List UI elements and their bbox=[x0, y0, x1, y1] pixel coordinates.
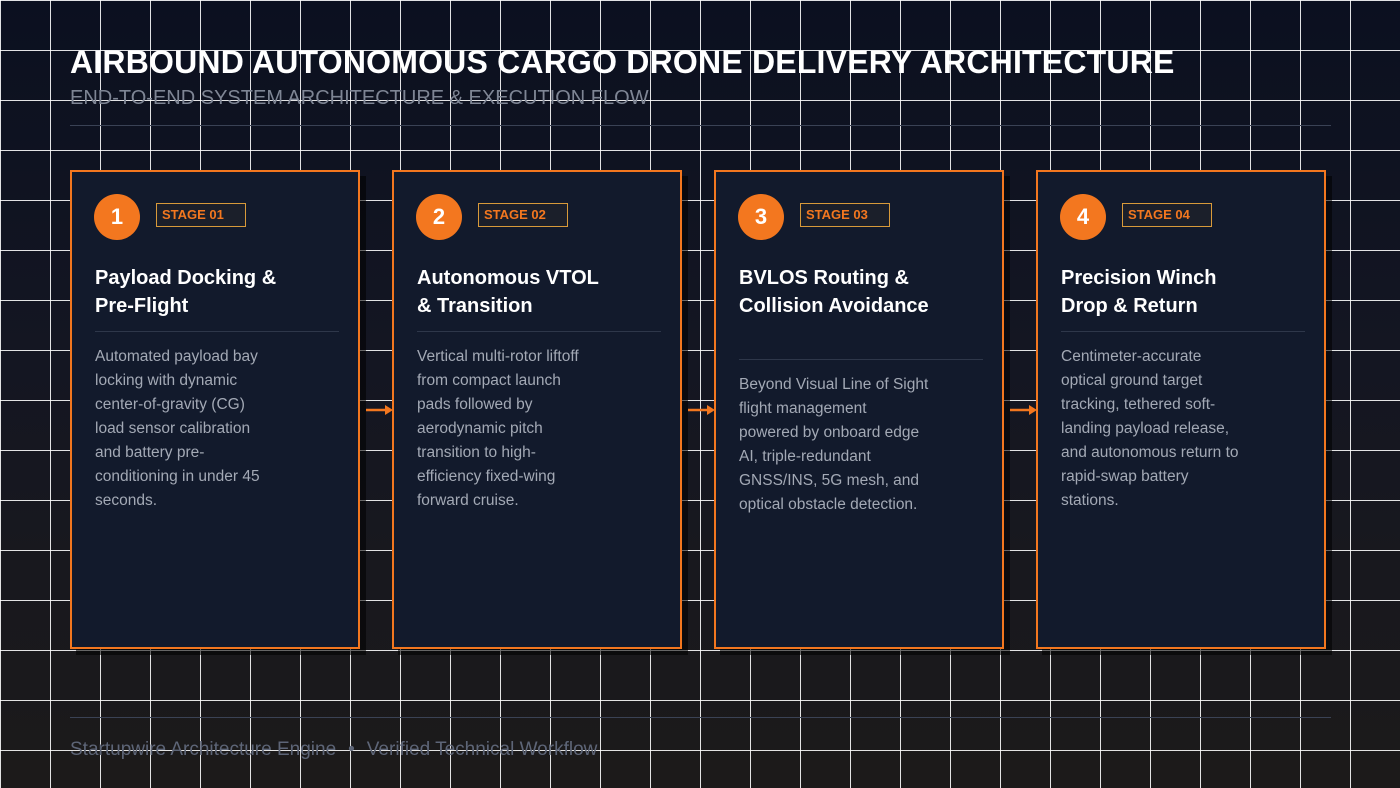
stage-divider bbox=[95, 331, 339, 332]
stage-description: Vertical multi-rotor liftoff from compac… bbox=[417, 348, 579, 509]
stage-tag: STAGE 02 bbox=[478, 203, 568, 227]
stage-tag: STAGE 04 bbox=[1122, 203, 1212, 227]
page-header: AIRBOUND AUTONOMOUS CARGO DRONE DELIVERY… bbox=[70, 40, 1331, 111]
stage-card-2: 2 STAGE 02 Autonomous VTOL & Transition … bbox=[392, 170, 682, 649]
stage-number-badge: 2 bbox=[416, 194, 462, 240]
stage-card-3: 3 STAGE 03 BVLOS Routing & Collision Avo… bbox=[714, 170, 1004, 649]
arrow-right-icon bbox=[366, 405, 393, 415]
footer-separator: • bbox=[348, 739, 355, 760]
footer: Startupwire Architecture Engine • Verified… bbox=[70, 739, 597, 761]
stage-divider bbox=[739, 359, 983, 360]
arrow-right-icon bbox=[1010, 405, 1037, 415]
stage-number-badge: 3 bbox=[738, 194, 784, 240]
stage-description: Beyond Visual Line of Sight flight manag… bbox=[739, 376, 929, 513]
stage-card-4: 4 STAGE 04 Precision Winch Drop & Return… bbox=[1036, 170, 1326, 649]
stage-number-badge: 4 bbox=[1060, 194, 1106, 240]
stage-title: Autonomous VTOL & Transition bbox=[417, 267, 599, 317]
stage-divider bbox=[417, 331, 661, 332]
stage-divider bbox=[1061, 331, 1305, 332]
stage-title: Precision Winch Drop & Return bbox=[1061, 267, 1217, 317]
stage-description: Centimeter-accurate optical ground targe… bbox=[1061, 348, 1239, 509]
header-divider bbox=[70, 125, 1331, 126]
footer-source: Startupwire Architecture Engine bbox=[70, 739, 337, 760]
stage-title: Payload Docking & Pre-Flight bbox=[95, 267, 277, 317]
stage-number-badge: 1 bbox=[94, 194, 140, 240]
stage-card-1: 1 STAGE 01 Payload Docking & Pre-Flight … bbox=[70, 170, 360, 649]
footer-divider bbox=[70, 717, 1331, 718]
stage-title: BVLOS Routing & Collision Avoidance bbox=[739, 267, 929, 317]
page-subtitle: END-TO-END SYSTEM ARCHITECTURE & EXECUTI… bbox=[70, 87, 649, 109]
page-title: AIRBOUND AUTONOMOUS CARGO DRONE DELIVERY… bbox=[70, 44, 1175, 80]
footer-verification: Verified Technical Workflow bbox=[366, 739, 598, 760]
stage-tag: STAGE 01 bbox=[156, 203, 246, 227]
stage-tag: STAGE 03 bbox=[800, 203, 890, 227]
stage-description: Automated payload bay locking with dynam… bbox=[95, 348, 260, 509]
arrow-right-icon bbox=[688, 405, 715, 415]
